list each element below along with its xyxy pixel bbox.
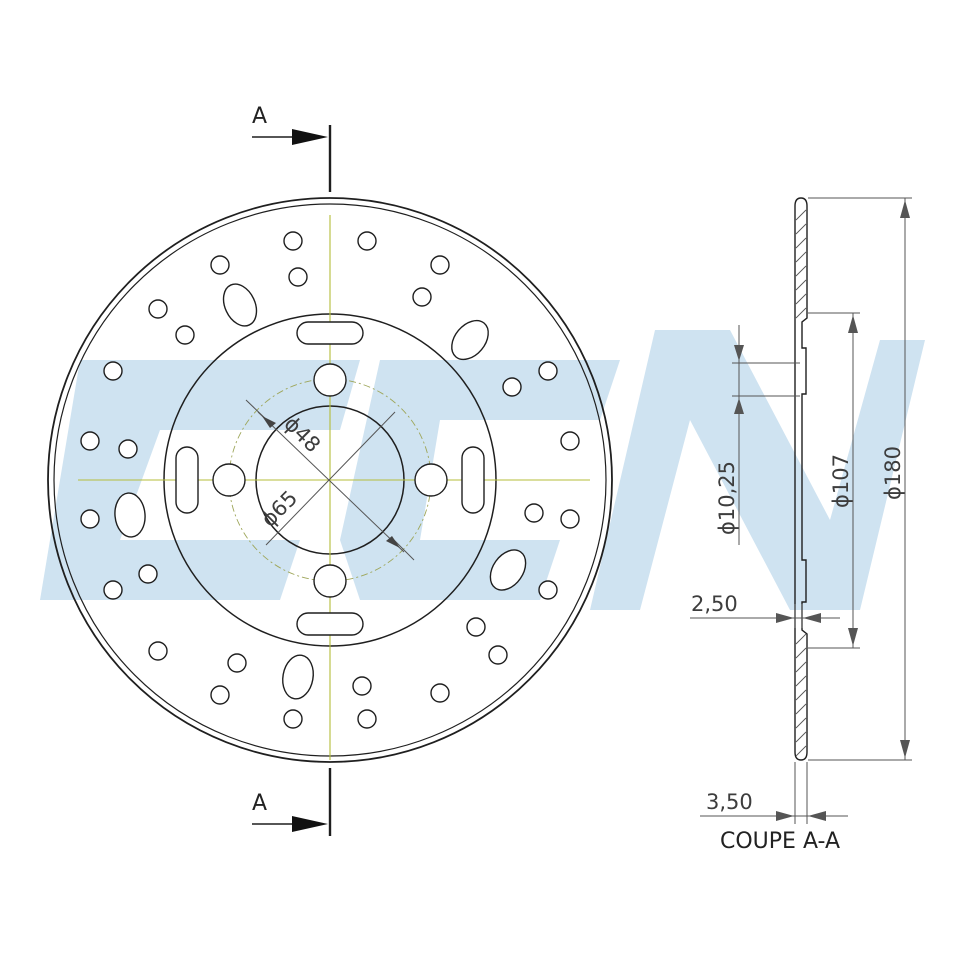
mounting-hole-left (212, 463, 246, 497)
oval-hole (114, 492, 146, 538)
slot-left (175, 446, 199, 514)
hatch-line (795, 731, 807, 743)
vent-hole (103, 580, 123, 600)
vent-hole (148, 641, 168, 661)
vent-hole (118, 439, 138, 459)
vent-hole (138, 564, 158, 584)
vent-hole (488, 645, 508, 665)
vent-hole (412, 287, 432, 307)
vent-hole (210, 255, 230, 275)
front-view: ϕ48 ϕ65 (47, 197, 613, 763)
step-label: 2,50 (691, 592, 738, 616)
hatch-line (795, 633, 807, 645)
vent-hole (283, 709, 303, 729)
vent-hole (466, 617, 486, 637)
oval-hole (282, 654, 314, 700)
vent-hole (430, 683, 450, 703)
hatch-line (795, 209, 807, 221)
vent-hole (175, 325, 195, 345)
inner-diameter-label: ϕ107 (829, 454, 853, 508)
thickness-label: 3,50 (706, 790, 753, 814)
vent-hole (148, 299, 168, 319)
vent-hole (430, 255, 450, 275)
vent-hole (538, 580, 558, 600)
mounting-hole-bottom (313, 564, 347, 598)
hatch-line (795, 279, 807, 291)
oval-hole (222, 283, 258, 327)
outer-diameter-label: ϕ180 (881, 446, 905, 500)
watermark-logo (40, 330, 925, 610)
oval-hole (451, 319, 489, 361)
pcd-diameter-label: ϕ65 (257, 486, 303, 532)
section-view: ϕ180 ϕ107 ϕ10,25 2,50 3,50 (690, 197, 912, 854)
hatch-line (795, 745, 807, 757)
vent-hole (288, 267, 308, 287)
vent-hole (357, 231, 377, 251)
bore-arrow-b (386, 536, 400, 548)
section-marker-label-top: A (252, 104, 267, 129)
hatch-line (795, 237, 807, 249)
hatch-line (795, 251, 807, 263)
vent-hole (283, 231, 303, 251)
hatch-line (795, 223, 807, 235)
bore-arrow-a (262, 416, 276, 428)
vent-hole (560, 509, 580, 529)
slot-right (461, 446, 485, 514)
hatch-line (795, 675, 807, 687)
hatch-line (795, 647, 807, 659)
outer-rim (47, 197, 613, 763)
vent-holes (80, 231, 580, 729)
hatch-line (795, 661, 807, 673)
vent-hole (560, 431, 580, 451)
hatch-line (795, 689, 807, 701)
oval-hole (489, 549, 527, 591)
vent-hole (524, 503, 544, 523)
section-hatching (795, 209, 807, 757)
vent-hole (227, 653, 247, 673)
vent-hole (502, 377, 522, 397)
hole-diameter-label: ϕ10,25 (715, 461, 739, 535)
mounting-hole-right (414, 463, 448, 497)
pcd-dimension-line (265, 411, 396, 546)
slot-top (296, 321, 364, 345)
hatch-line (795, 293, 807, 305)
vent-hole (80, 431, 100, 451)
disc-profile (794, 197, 808, 761)
slot-bottom (296, 612, 364, 636)
section-marker-bottom: A (252, 768, 332, 836)
section-marker-top: A (252, 104, 332, 192)
bore-dimension-line (257, 411, 405, 553)
vent-hole (210, 685, 230, 705)
vent-hole (80, 509, 100, 529)
vent-hole (352, 676, 372, 696)
vent-hole (103, 361, 123, 381)
vent-hole (357, 709, 377, 729)
hatch-line (795, 265, 807, 277)
vent-hole (538, 361, 558, 381)
hatch-line (795, 307, 807, 319)
hatch-line (795, 717, 807, 729)
section-marker-label-bottom: A (252, 791, 267, 816)
section-caption: COUPE A-A (720, 829, 840, 854)
mounting-hole-top (313, 363, 347, 397)
hatch-line (795, 703, 807, 715)
